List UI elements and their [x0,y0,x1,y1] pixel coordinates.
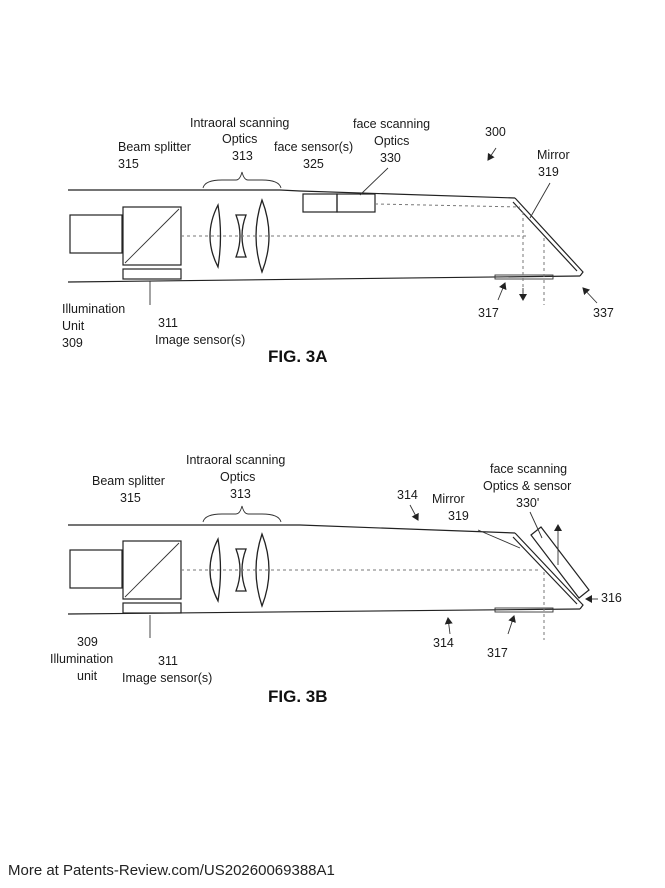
label-beam-splitter-3a: Beam splitter [118,140,191,154]
arrow-317-3a [497,282,507,301]
label-317-3b: 317 [487,646,508,660]
label-314-top: 314 [397,488,418,502]
source-footer: More at Patents-Review.com/US20260069388… [8,862,335,879]
face-optical-path-3a [374,203,521,208]
lens-3-3a [255,198,270,274]
leader-mirror-3b [477,529,521,549]
label-mirror-3a: Mirror [537,148,570,162]
arrow-314-bottom [444,617,453,635]
window-317-3a [494,274,554,280]
label-image-sensor-3b: Image sensor(s) [122,671,212,685]
intraoral-brace-3b [202,505,282,523]
label-mirror-3b: Mirror [432,492,465,506]
label-beam-splitter-3b: Beam splitter [92,474,165,488]
intraoral-brace-3a [202,171,282,189]
illumination-unit-3a [69,214,123,254]
illumination-unit-3b [69,549,123,589]
label-image-sensor-ref-3a: 311 [158,316,178,330]
face-optics-3a [336,193,376,213]
label-face-sensor-3a: face sensor(s) [274,140,353,154]
leader-mirror-3a [529,182,551,219]
leader-face-optics-3b [529,511,543,539]
lens-1-3b [209,536,222,604]
arrow-314-top [409,504,419,521]
label-337: 337 [593,306,614,320]
leader-face-optics-3a [359,167,389,196]
label-317-3a: 317 [478,306,499,320]
label-illumination-unit-3a: Unit [62,319,85,333]
face-sensor-3a [302,193,338,213]
image-sensor-3a [122,268,182,280]
label-device-ref: 300 [485,125,506,139]
label-intraoral-3b: Intraoral scanning [186,453,285,467]
tip-outline-3b [514,532,584,610]
beam-splitter-diagonal-3b [124,542,180,598]
caption-fig-3b: FIG. 3B [268,687,328,706]
label-face-sensor-ref-3a: 325 [303,157,324,171]
label-intraoral-optics-3b: Optics [220,470,255,484]
mirror-3a [512,201,578,272]
label-illumination-ref-3a: 309 [62,336,83,350]
caption-fig-3a: FIG. 3A [268,347,328,366]
label-mirror-ref-3a: 319 [538,165,559,179]
label-314-bottom: 314 [433,636,454,650]
label-illumination-3a: Illumination [62,302,125,316]
lens-1-3a [209,202,222,270]
label-illumination-ref-3b: 309 [77,635,98,649]
image-sensor-3b [122,602,182,614]
label-intraoral-optics-3a: Optics [222,132,257,146]
label-face-optics-sensor-3b: Optics & sensor [483,479,571,493]
arrow-317-3b [507,615,516,635]
label-face-optics-ref-3a: 330 [380,151,401,165]
label-face-optics-3a: face scanning [353,117,430,131]
label-image-sensor-ref-3b: 311 [158,654,178,668]
label-beam-splitter-ref-3a: 315 [118,157,139,171]
label-image-sensor-3a: Image sensor(s) [155,333,245,347]
window-317-3b [494,607,554,613]
label-intraoral-ref-3b: 313 [230,487,251,501]
label-face-optics-optics-3a: Optics [374,134,409,148]
mirror-3b [512,536,578,605]
lens-3-3b [255,532,270,608]
housing-top-edge-3b [68,524,516,534]
label-316: 316 [601,591,622,605]
label-beam-splitter-ref-3b: 315 [120,491,141,505]
housing-top-edge-3a [68,189,516,199]
label-intraoral-3a: Intraoral scanning [190,116,289,130]
tip-outline-3a [514,197,584,277]
label-mirror-ref-3b: 319 [448,509,469,523]
label-face-optics-ref-3b: 330' [516,496,539,510]
figure-3a: Intraoral scanning Optics 313 Beam split… [62,116,614,366]
label-intraoral-ref-3a: 313 [232,149,253,163]
label-face-optics-3b: face scanning [490,462,567,476]
figure-3b: Intraoral scanning Optics 313 Beam split… [50,453,622,706]
label-illumination-unit-3b: unit [77,669,98,683]
beam-splitter-diagonal-3a [124,208,180,264]
label-illumination-3b: Illumination [50,652,113,666]
face-optics-sensor-3b [530,526,590,599]
arrow-337 [582,287,598,304]
arrow-300 [487,147,497,161]
